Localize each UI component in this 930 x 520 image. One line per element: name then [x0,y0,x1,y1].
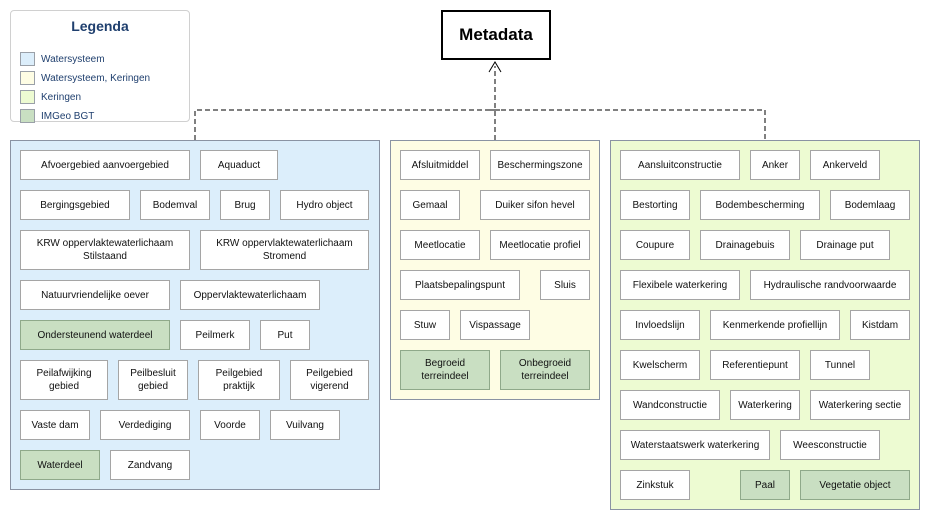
node-afvoergebied-aanvoergebied: Afvoergebied aanvoergebied [20,150,190,180]
node-brug: Brug [220,190,270,220]
node-krw-oppervlaktewaterlichaam-stromend: KRW oppervlaktewaterlichaam Stromend [200,230,369,270]
node-bergingsgebied: Bergingsgebied [20,190,130,220]
node-beschermingszone: Beschermingszone [490,150,590,180]
node-flexibele-waterkering: Flexibele waterkering [620,270,740,300]
node-weesconstructie: Weesconstructie [780,430,880,460]
node-vaste-dam: Vaste dam [20,410,90,440]
legend-item-watersysteem: Watersysteem [20,51,105,67]
node-vispassage: Vispassage [460,310,530,340]
node-vuilvang: Vuilvang [270,410,340,440]
node-sluis: Sluis [540,270,590,300]
legend-swatch [20,109,35,123]
node-aansluitconstructie: Aansluitconstructie [620,150,740,180]
arrowhead-icon [488,61,502,73]
node-stuw: Stuw [400,310,450,340]
legend-label: Watersysteem [41,53,105,65]
node-peilmerk: Peilmerk [180,320,250,350]
node-gemaal: Gemaal [400,190,460,220]
node-peilbesluit-gebied: Peilbesluit gebied [118,360,188,400]
node-duiker-sifon-hevel: Duiker sifon hevel [480,190,590,220]
node-meetlocatie: Meetlocatie [400,230,480,260]
node-aquaduct: Aquaduct [200,150,278,180]
node-oppervlaktewaterlichaam: Oppervlaktewaterlichaam [180,280,320,310]
legend-swatch [20,90,35,104]
legend: Legenda Watersysteem Watersysteem, Kerin… [10,10,190,124]
legend-item-imgeo-bgt: IMGeo BGT [20,108,94,124]
node-zandvang: Zandvang [110,450,190,480]
node-kistdam: Kistdam [850,310,910,340]
node-drainagebuis: Drainagebuis [700,230,790,260]
node-plaatsbepalingspunt: Plaatsbepalingspunt [400,270,520,300]
node-ondersteunend-waterdeel: Ondersteunend waterdeel [20,320,170,350]
node-kenmerkende-profiellijn: Kenmerkende profiellijn [710,310,840,340]
node-onbegroeid-terreindeel: Onbegroeid terreindeel [500,350,590,390]
node-hydraulische-randvoorwaarde: Hydraulische randvoorwaarde [750,270,910,300]
connector-path [194,66,766,140]
node-paal: Paal [740,470,790,500]
node-voorde: Voorde [200,410,260,440]
node-coupure: Coupure [620,230,690,260]
node-waterstaatswerk-waterkering: Waterstaatswerk waterkering [620,430,770,460]
node-afsluitmiddel: Afsluitmiddel [400,150,480,180]
metadata-node: Metadata [441,10,551,60]
node-meetlocatie-profiel: Meetlocatie profiel [490,230,590,260]
legend-item-watersysteem-keringen: Watersysteem, Keringen [20,70,150,86]
node-natuurvriendelijke-oever: Natuurvriendelijke oever [20,280,170,310]
legend-title: Legenda [71,18,129,34]
node-anker: Anker [750,150,800,180]
node-drainage-put: Drainage put [800,230,890,260]
node-peilgebied-vigerend: Peilgebied vigerend [290,360,369,400]
node-peilgebied-praktijk: Peilgebied praktijk [198,360,280,400]
node-vegetatie-object: Vegetatie object [800,470,910,500]
legend-swatch [20,52,35,66]
legend-label: Watersysteem, Keringen [41,72,151,84]
node-bestorting: Bestorting [620,190,690,220]
legend-label: Keringen [41,91,82,103]
legend-swatch [20,71,35,85]
node-krw-oppervlaktewaterlichaam-stilstaand: KRW oppervlaktewaterlichaam Stilstaand [20,230,190,270]
node-verdediging: Verdediging [100,410,190,440]
node-waterkering-sectie: Waterkering sectie [810,390,910,420]
node-ankerveld: Ankerveld [810,150,880,180]
node-bodemlaag: Bodemlaag [830,190,910,220]
node-waterkering: Waterkering [730,390,800,420]
node-wandconstructie: Wandconstructie [620,390,720,420]
node-zinkstuk: Zinkstuk [620,470,690,500]
legend-label: IMGeo BGT [41,110,95,122]
node-kwelscherm: Kwelscherm [620,350,700,380]
node-bodembescherming: Bodembescherming [700,190,820,220]
node-invloedslijn: Invloedslijn [620,310,700,340]
legend-item-keringen: Keringen [20,89,81,105]
node-begroeid-terreindeel: Begroeid terreindeel [400,350,490,390]
node-put: Put [260,320,310,350]
node-bodemval: Bodemval [140,190,210,220]
node-waterdeel: Waterdeel [20,450,100,480]
node-hydro-object: Hydro object [280,190,369,220]
node-referentiepunt: Referentiepunt [710,350,800,380]
node-tunnel: Tunnel [810,350,870,380]
node-peilafwijking-gebied: Peilafwijking gebied [20,360,108,400]
